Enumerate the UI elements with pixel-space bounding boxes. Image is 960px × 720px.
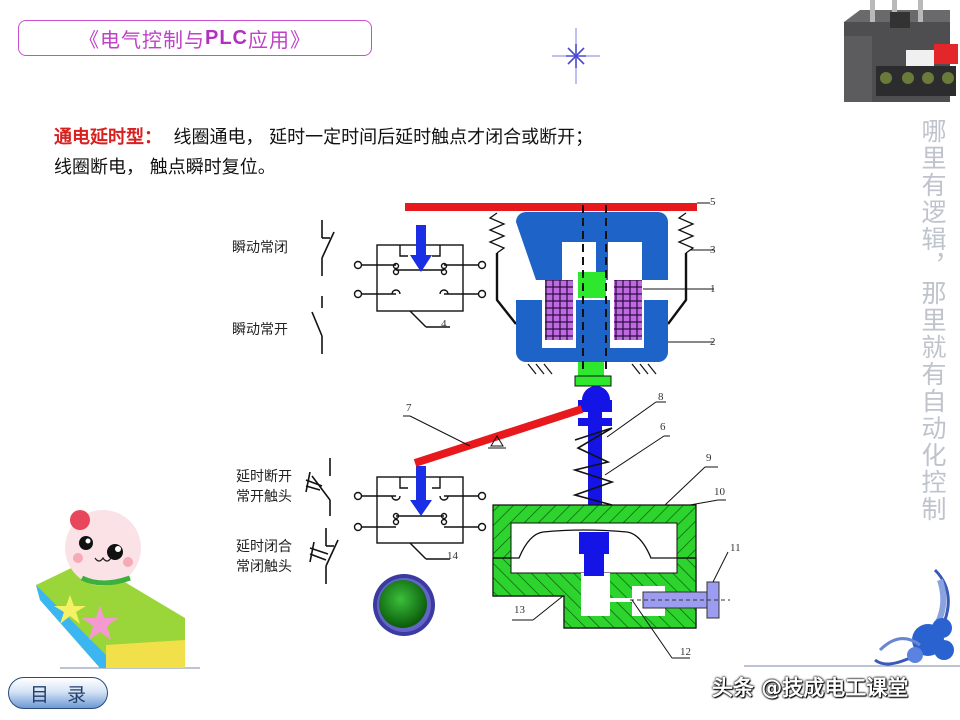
arrow-down-icon bbox=[410, 225, 432, 272]
arrow-down-icon bbox=[410, 466, 432, 516]
symbol-delay-close bbox=[309, 528, 339, 584]
part-number-5: 5 bbox=[710, 196, 716, 208]
diaphragm bbox=[493, 529, 696, 559]
label-delay-break-2: 常开触头 bbox=[236, 489, 292, 505]
part-number-10: 10 bbox=[714, 486, 725, 498]
part-number-3: 3 bbox=[710, 244, 716, 256]
green-button-icon bbox=[373, 574, 435, 636]
upper-core bbox=[516, 212, 668, 280]
symbol-delay-break bbox=[305, 458, 331, 516]
part-number-9: 9 bbox=[706, 452, 712, 464]
part-number-13: 13 bbox=[514, 604, 525, 616]
cartoon-book-image bbox=[36, 510, 185, 668]
label-delay-close: 延时闭合 常闭触头 bbox=[236, 537, 292, 577]
course-title-plc: PLC bbox=[205, 26, 248, 49]
symbol-instant-nc bbox=[321, 220, 335, 276]
type-label: 通电延时型： bbox=[54, 127, 162, 148]
armature-bar bbox=[405, 203, 697, 211]
push-rod bbox=[578, 386, 612, 534]
contact-block-14 bbox=[353, 476, 487, 560]
label-instant-nc: 瞬动常闭 bbox=[232, 240, 288, 256]
part-number-11: 11 bbox=[730, 542, 741, 554]
table-of-contents-button[interactable]: 目录 bbox=[8, 677, 108, 709]
label-delay-break: 延时断开 常开触头 bbox=[236, 467, 292, 507]
part-number-4: 4 bbox=[441, 318, 447, 330]
ornament-image bbox=[874, 568, 954, 666]
description-line-1: 通电延时型： 线圈通电， 延时一定时间后延时触点才闭合或断开； bbox=[54, 123, 593, 153]
part-number-6: 6 bbox=[660, 421, 666, 433]
sparkle-icon bbox=[552, 28, 600, 84]
description: 通电延时型： 线圈通电， 延时一定时间后延时触点才闭合或断开； 线圈断电， 触点… bbox=[54, 123, 593, 183]
part-number-14: 14 bbox=[447, 550, 458, 562]
description-line-2: 线圈断电， 触点瞬时复位。 bbox=[54, 157, 276, 178]
part-number-12: 12 bbox=[680, 646, 691, 658]
course-title-prefix: 《电气控制与 bbox=[79, 27, 205, 52]
part-number-1: 1 bbox=[710, 283, 716, 295]
lower-core bbox=[516, 300, 668, 362]
symbol-instant-no bbox=[311, 296, 323, 354]
course-title-suffix: 应用》 bbox=[248, 27, 311, 52]
lever bbox=[413, 405, 584, 467]
label-instant-no: 瞬动常开 bbox=[232, 322, 288, 338]
label-delay-close-1: 延时闭合 bbox=[236, 539, 292, 555]
thermal-relay-image bbox=[844, 0, 958, 102]
part-number-8: 8 bbox=[658, 391, 664, 403]
description-line-1-text: 线圈通电， 延时一定时间后延时触点才闭合或断开； bbox=[173, 127, 594, 148]
part-number-2: 2 bbox=[710, 336, 716, 348]
coil-right bbox=[614, 280, 642, 340]
part-number-7: 7 bbox=[406, 402, 412, 414]
side-slogan: 哪里有逻辑，那里就有自动化控制 bbox=[918, 118, 947, 523]
coil-left bbox=[545, 280, 573, 340]
label-delay-close-2: 常闭触头 bbox=[236, 559, 292, 575]
label-delay-break-1: 延时断开 bbox=[236, 469, 292, 485]
watermark: 头条 @技成电工课堂 bbox=[712, 676, 909, 700]
